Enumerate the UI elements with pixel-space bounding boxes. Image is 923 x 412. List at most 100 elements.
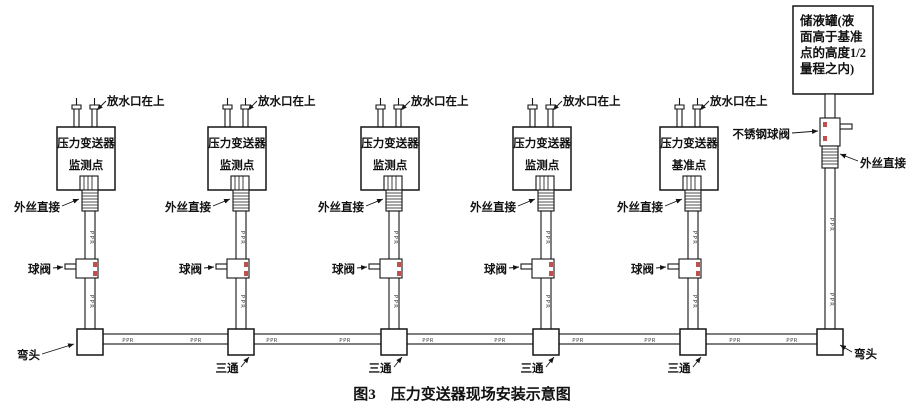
- transmitter-point: 监测点: [69, 158, 104, 172]
- drain-arrow: [96, 100, 107, 111]
- pipe-material-label: PPR: [122, 338, 134, 344]
- valve-marks: [823, 122, 827, 141]
- pipe-material-label: PPR: [392, 231, 398, 245]
- valve-label: 球阀: [332, 262, 355, 276]
- pipe-material-label: PPR: [339, 338, 351, 344]
- fitting-label: 三通: [369, 362, 392, 375]
- pipe-material-label: PPR: [239, 231, 245, 245]
- process-connection: [383, 175, 403, 191]
- tank-label-line-4: 量程之内): [800, 61, 854, 76]
- fitting-arrow: [240, 356, 250, 368]
- thread-arrow: [61, 198, 80, 207]
- valve-label: 球阀: [179, 262, 202, 276]
- pipe-material-label: PPR: [239, 295, 245, 309]
- ball-valve-handle: [520, 263, 533, 270]
- tee-fitting: [679, 328, 707, 356]
- valve-marks: [696, 262, 700, 276]
- transmitter-point: 监测点: [220, 158, 255, 172]
- valve-arrow: [508, 265, 520, 271]
- main-pipe: [102, 333, 818, 345]
- figure-caption: 图3 压力变送器现场安装示意图: [353, 385, 571, 403]
- transmitter-name: 压力变送器: [660, 136, 718, 150]
- process-connection-hatch: [539, 176, 549, 190]
- fitting-label: 三通: [521, 362, 544, 375]
- thread-label: 外丝直接: [164, 200, 211, 214]
- transmitter-unit-1: 压力变送器 监测点 PPR PPR 放水口在上 外丝直接 球阀 弯头: [13, 94, 165, 362]
- valve-arrow: [203, 265, 215, 271]
- thread-label: 外丝直接: [317, 200, 364, 214]
- tank-outlet-pipe: [824, 93, 836, 119]
- valve-arrow: [356, 265, 368, 271]
- process-connection: [230, 175, 250, 191]
- thread-label: 外丝直接: [469, 200, 516, 214]
- process-connection-hatch: [387, 176, 397, 190]
- drain-label: 放水口在上: [410, 94, 469, 108]
- valve-arrow: [52, 265, 64, 271]
- valve-label: 球阀: [484, 262, 507, 276]
- ball-valve-handle: [368, 263, 381, 270]
- pipe-material-label: PPR: [828, 293, 834, 307]
- ball-valve-handle: [64, 263, 77, 270]
- riser-pipe: [824, 167, 836, 335]
- thread-lines: [386, 192, 402, 209]
- ball-valve-body: [379, 258, 403, 279]
- drain-arrow: [552, 100, 563, 111]
- process-connection: [682, 175, 702, 191]
- fitting-arrow: [393, 356, 403, 368]
- valve-label: 球阀: [631, 262, 654, 276]
- pipe-material-label: PPR: [691, 231, 697, 245]
- ss-valve-handle: [839, 123, 853, 130]
- drain-ports: [71, 98, 100, 128]
- thread-label: 外丝直接: [859, 156, 906, 170]
- drain-label: 放水口在上: [106, 94, 165, 108]
- thread-arrow: [517, 198, 536, 207]
- tee-fitting: [227, 328, 255, 356]
- transmitter-name: 压力变送器: [361, 136, 419, 150]
- fitting-arrow: [692, 356, 702, 368]
- transmitter-name: 压力变送器: [57, 136, 115, 150]
- drain-ports: [375, 98, 404, 128]
- reservoir-tank: [792, 5, 874, 95]
- transmitter-name: 压力变送器: [208, 136, 266, 150]
- fitting-label: 三通: [668, 362, 691, 375]
- pipe-material-label: PPR: [572, 338, 584, 344]
- valve-arrow: [655, 265, 667, 271]
- tank-label-line-3: 点的高度1/2: [800, 45, 866, 60]
- thread-label: 外丝直接: [616, 200, 663, 214]
- ball-valve-body: [678, 258, 702, 279]
- thread-lines: [685, 192, 701, 209]
- transmitter-point: 基准点: [671, 158, 707, 172]
- pipe-material-label: PPR: [422, 338, 434, 344]
- process-connection-hatch: [686, 176, 696, 190]
- tee-fitting: [532, 328, 560, 356]
- pipe-material-label: PPR: [190, 338, 202, 344]
- transmitter-unit-5: 压力变送器 基准点 PPR PPR 放水口在上 外丝直接 球阀 三通: [616, 94, 768, 375]
- drain-label: 放水口在上: [709, 94, 768, 108]
- drain-label: 放水口在上: [257, 94, 316, 108]
- drain-label: 放水口在上: [562, 94, 621, 108]
- process-connection: [535, 175, 555, 191]
- fitting-arrow: [839, 344, 853, 353]
- drain-arrow: [699, 100, 710, 111]
- thread-arrow: [212, 198, 231, 207]
- ball-valve-body: [226, 258, 250, 279]
- pipe-material-label: PPR: [729, 338, 741, 344]
- thread-lines: [822, 148, 838, 165]
- process-connection-hatch: [234, 176, 244, 190]
- elbow-fitting: [76, 328, 104, 356]
- elbow-fitting: [816, 328, 844, 356]
- ball-valve-body: [75, 258, 99, 279]
- valve-marks: [93, 262, 97, 276]
- tank-label-line-1: 储液罐(液: [799, 13, 855, 28]
- transmitter-point: 监测点: [525, 158, 560, 172]
- thread-label: 外丝直接: [13, 200, 60, 214]
- thread-lines: [82, 192, 98, 209]
- transmitter-name: 压力变送器: [513, 136, 571, 150]
- drain-arrow: [247, 100, 258, 111]
- pipe-material-label: PPR: [691, 295, 697, 309]
- thread-arrow: [365, 198, 384, 207]
- ball-valve-body: [531, 258, 555, 279]
- pipe-material-label: PPR: [544, 231, 550, 245]
